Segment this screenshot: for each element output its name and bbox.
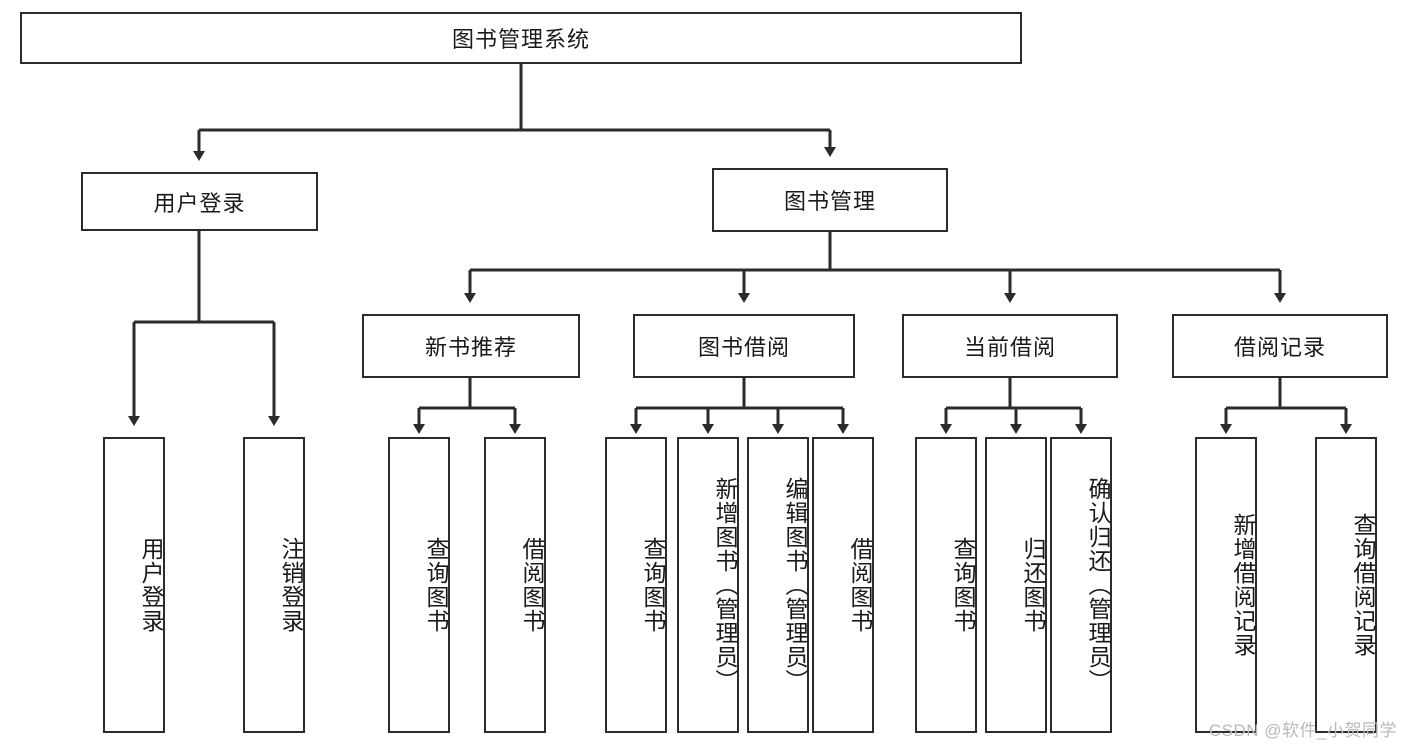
node-user-login[interactable]: 用户登录 [81, 172, 318, 231]
node-leaf-add-record[interactable]: 新增借阅记录 [1195, 437, 1257, 733]
node-leaf-query-book-3[interactable]: 查询图书 [915, 437, 977, 733]
node-leaf-user-login[interactable]: 用户登录 [103, 437, 165, 733]
leaf-label: 查询借阅记录 [1350, 513, 1376, 657]
leaf-label: 确认归还（管理员） [1085, 477, 1111, 693]
node-leaf-query-book-2[interactable]: 查询图书 [605, 437, 667, 733]
node-leaf-edit-book[interactable]: 编辑图书（管理员） [747, 437, 809, 733]
leaf-label: 新增图书（管理员） [712, 477, 738, 693]
watermark-text: CSDN @软件_小贺同学 [1208, 721, 1397, 740]
node-book-management[interactable]: 图书管理 [712, 168, 948, 232]
node-current-borrow[interactable]: 当前借阅 [902, 314, 1118, 378]
leaf-label: 借阅图书 [519, 537, 545, 633]
leaf-label: 查询图书 [640, 537, 666, 633]
leaf-label: 查询图书 [950, 537, 976, 633]
node-book-borrow[interactable]: 图书借阅 [633, 314, 855, 378]
node-leaf-confirm-return[interactable]: 确认归还（管理员） [1050, 437, 1112, 733]
node-leaf-logout[interactable]: 注销登录 [243, 437, 305, 733]
node-leaf-query-record[interactable]: 查询借阅记录 [1315, 437, 1377, 733]
node-leaf-borrow-book-2[interactable]: 借阅图书 [812, 437, 874, 733]
node-borrow-record[interactable]: 借阅记录 [1172, 314, 1388, 378]
node-leaf-borrow-book-1[interactable]: 借阅图书 [484, 437, 546, 733]
leaf-label: 归还图书 [1020, 537, 1046, 633]
node-leaf-query-book-1[interactable]: 查询图书 [388, 437, 450, 733]
node-new-book-recommend[interactable]: 新书推荐 [362, 314, 580, 378]
leaf-label: 编辑图书（管理员） [782, 477, 808, 693]
leaf-label: 用户登录 [138, 537, 164, 633]
leaf-label: 新增借阅记录 [1230, 513, 1256, 657]
node-root-system[interactable]: 图书管理系统 [20, 12, 1022, 64]
leaf-label: 借阅图书 [847, 537, 873, 633]
leaf-label: 注销登录 [278, 537, 304, 633]
leaf-label: 查询图书 [423, 537, 449, 633]
node-leaf-add-book[interactable]: 新增图书（管理员） [677, 437, 739, 733]
node-leaf-return-book[interactable]: 归还图书 [985, 437, 1047, 733]
